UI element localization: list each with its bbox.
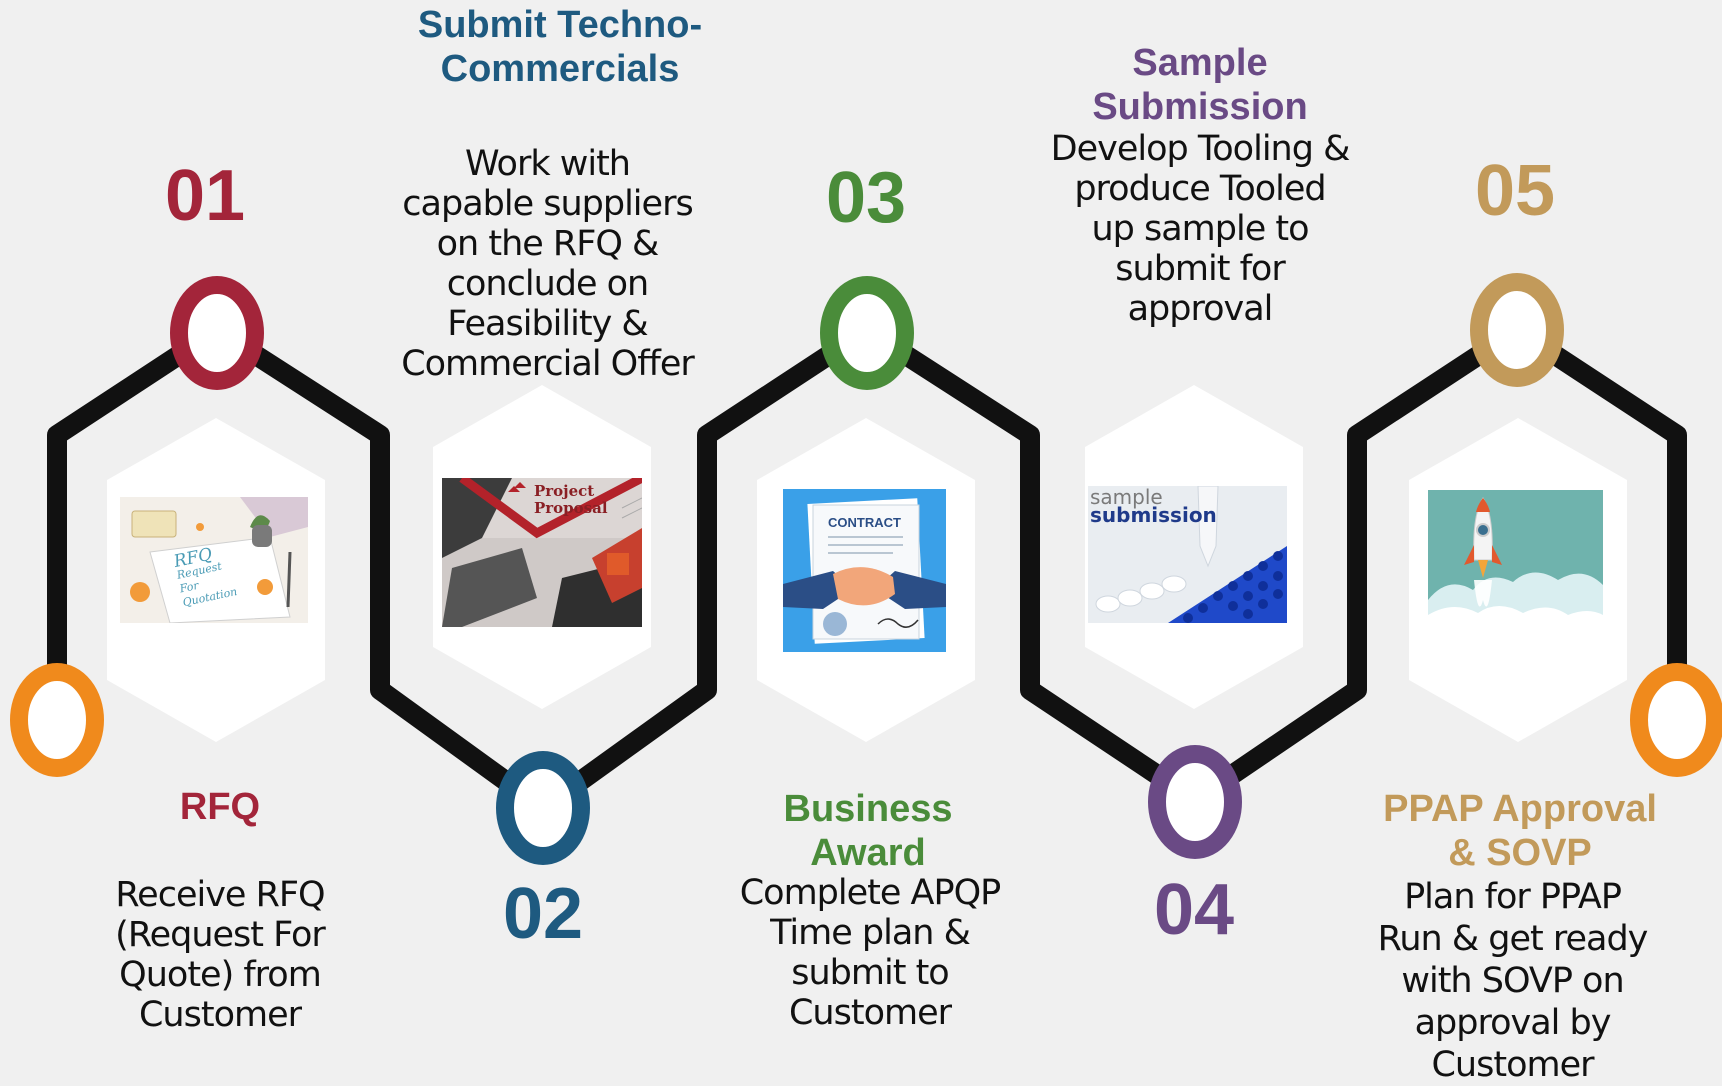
step-5-desc-line: Customer — [1431, 1045, 1594, 1085]
step-1-desc-line: Customer — [138, 995, 302, 1035]
step-1-description: Receive RFQ (Request For Quote) from Cus… — [60, 875, 380, 1035]
submission-text: submission — [1090, 503, 1217, 527]
step-4-title-line: Submission — [1092, 86, 1308, 128]
sample-tray-icon: sample submission — [1088, 486, 1287, 623]
step-5-desc-line: approval by — [1414, 1003, 1612, 1043]
step-1-desc-line: Quote) from — [119, 955, 322, 995]
step-5-title-line: & SOVP — [1448, 832, 1592, 874]
project-proposal-text: Proposal — [534, 499, 608, 517]
step-5-desc-line: Plan for PPAP — [1404, 877, 1622, 917]
step-1-desc-line: Receive RFQ — [115, 875, 325, 915]
step-2-title-line: Submit Techno- — [417, 4, 703, 46]
rocket-launch-icon — [1428, 490, 1603, 639]
step-3-title-line: Award — [810, 832, 926, 874]
step-1-title: RFQ — [179, 786, 261, 828]
step-5-desc-line: Run & get ready — [1377, 919, 1649, 959]
step-4-title: Sample Submission — [1050, 41, 1350, 129]
step-4-desc-line: submit for — [1115, 249, 1285, 289]
ring-endpoint-left — [10, 663, 104, 777]
step-2-title: Submit Techno- Commercials — [380, 3, 740, 91]
step-3-desc-line: Complete APQP — [739, 873, 1002, 913]
step-3-title-line: Business — [783, 788, 953, 830]
step-3-desc-line: Customer — [788, 993, 952, 1033]
step-3-desc-line: Time plan & — [770, 913, 971, 953]
project-proposal-text: Project — [534, 482, 595, 500]
step-1-desc-line: (Request For — [115, 915, 326, 955]
step-5-number: 05 — [1474, 151, 1556, 231]
step-2-desc-line: Work with — [464, 144, 631, 184]
step-3-description: Complete APQP Time plan & submit to Cust… — [720, 873, 1020, 1033]
ring-endpoint-right — [1630, 663, 1722, 777]
ring-step-1 — [170, 276, 264, 390]
ring-step-2 — [496, 751, 590, 865]
step-5-description: Plan for PPAP Run & get ready with SOVP … — [1355, 876, 1670, 1086]
contract-handshake-icon: CONTRACT — [783, 489, 946, 652]
step-2-desc-line: conclude on — [446, 264, 649, 304]
rfq-notebook-icon: RFQ Request For Quotation — [120, 497, 308, 623]
step-5-title-line: PPAP Approval — [1383, 788, 1657, 830]
step-4-desc-line: up sample to — [1091, 209, 1309, 249]
ring-step-3 — [820, 276, 914, 390]
step-2-desc-line: capable suppliers — [402, 184, 693, 224]
step-5-desc-line: with SOVP on — [1401, 961, 1624, 1001]
step-4-title-line: Sample — [1132, 42, 1268, 84]
step-4-desc-line: produce Tooled — [1074, 169, 1326, 209]
step-5-title: PPAP Approval & SOVP — [1365, 787, 1675, 875]
ring-step-4 — [1148, 745, 1242, 859]
step-2-desc-line: Commercial Offer — [401, 344, 695, 384]
step-3-number: 03 — [825, 158, 907, 238]
ring-step-5 — [1470, 273, 1564, 387]
step-4-number: 04 — [1153, 870, 1235, 950]
step-2-number: 02 — [502, 874, 584, 954]
step-2-title-line: Commercials — [440, 48, 680, 90]
project-proposal-icon: Project Proposal — [442, 478, 642, 627]
step-1-number: 01 — [164, 156, 246, 236]
step-4-desc-line: Develop Tooling & — [1050, 129, 1351, 169]
sample-text: sample — [1090, 486, 1163, 509]
project-proposal-label: Project Proposal — [534, 483, 608, 517]
step-3-desc-line: submit to — [791, 953, 949, 993]
step-4-desc-line: approval — [1127, 289, 1274, 329]
rfq-image-text: RFQ Request For Quotation — [172, 544, 239, 610]
contract-label: CONTRACT — [828, 515, 901, 530]
step-3-title: Business Award — [718, 787, 1018, 875]
step-2-desc-line: on the RFQ & — [436, 224, 660, 264]
step-2-desc-line: Feasibility & — [447, 304, 648, 344]
sample-submission-label: sample submission — [1090, 486, 1217, 527]
step-4-description: Develop Tooling & produce Tooled up samp… — [1040, 129, 1360, 329]
step-2-description: Work with capable suppliers on the RFQ &… — [385, 144, 710, 384]
